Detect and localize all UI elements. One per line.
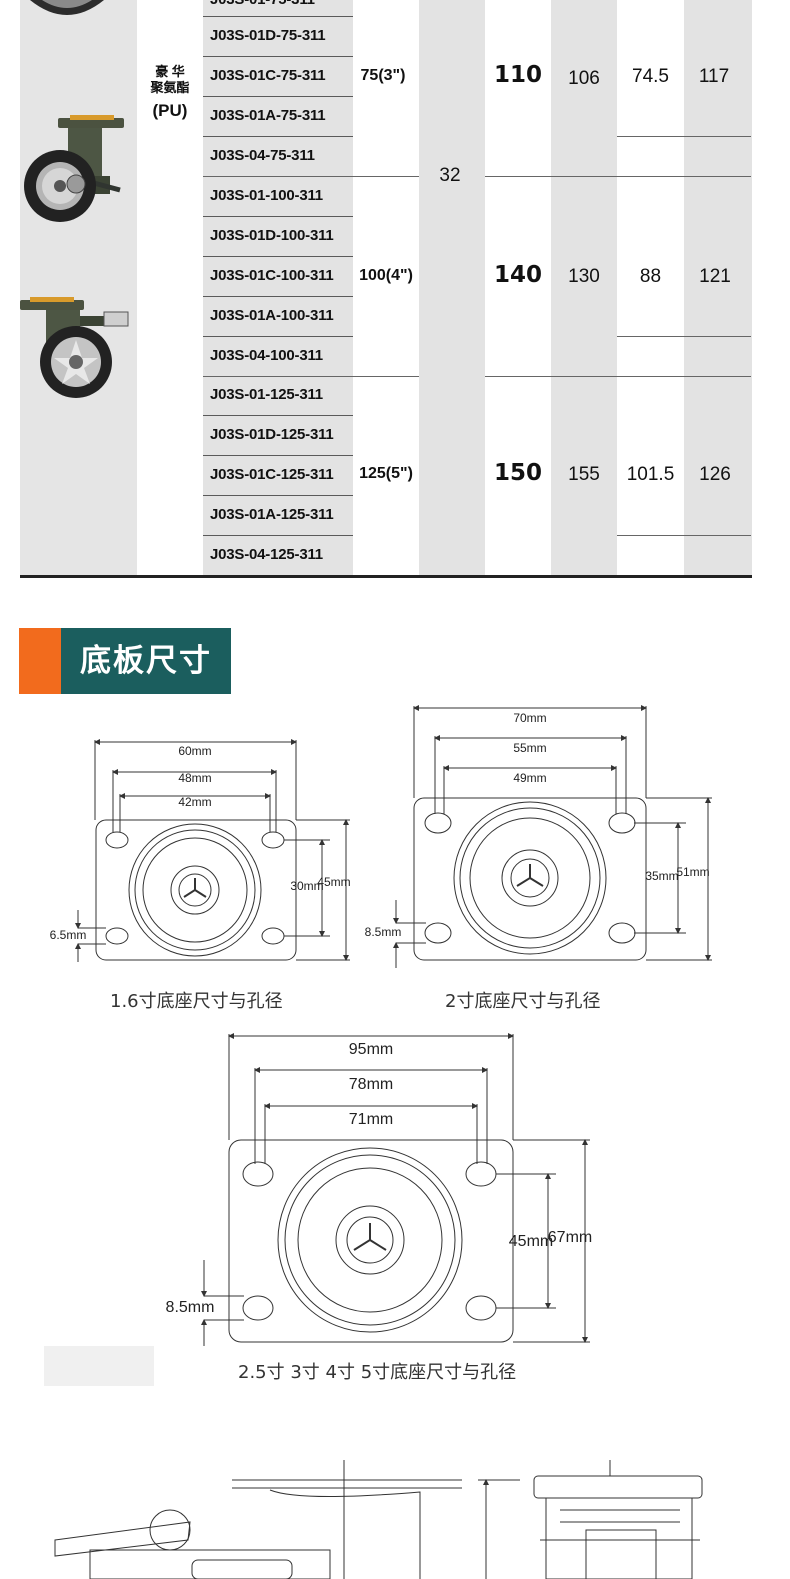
- offset-cell: 88: [639, 266, 662, 287]
- wheel-size-cell: 100(4"): [359, 267, 413, 284]
- caster-wheel-brake-icon: [24, 115, 124, 222]
- model-cell: J03S-01-125-311: [210, 386, 323, 403]
- model-column: [203, 0, 353, 578]
- group-divider: [485, 376, 751, 377]
- dim-label: 60mm: [178, 744, 211, 758]
- height-cell: 155: [568, 464, 600, 485]
- dim-label: 78mm: [349, 1076, 393, 1093]
- model-divider: [203, 495, 353, 496]
- diagram-caption: 1.6寸底座尺寸与孔径: [110, 991, 283, 1012]
- model-cell-partial: J03S-01-75-311: [210, 0, 350, 10]
- model-divider: [203, 56, 353, 57]
- load-column: [485, 0, 551, 578]
- caster-front-view-icon: [533, 1460, 703, 1579]
- model-divider: [203, 336, 353, 337]
- model-divider: [203, 455, 353, 456]
- mounting-plate-icon: [201, 1033, 590, 1354]
- dim-label: 42mm: [178, 795, 211, 809]
- section-title: 底板尺寸: [61, 628, 231, 694]
- offset-cell: 101.5: [626, 464, 675, 485]
- model-cell: J03S-01A-100-311: [210, 307, 334, 324]
- model-cell: J03S-01-100-311: [210, 187, 323, 204]
- wheel-size-cell: 125(5"): [359, 465, 413, 482]
- material-label-line1: 豪 华: [155, 64, 185, 79]
- dim-label: 67mm: [548, 1229, 592, 1246]
- group-divider: [203, 176, 419, 177]
- group-divider: [203, 376, 419, 377]
- dim-label: 45mm: [509, 1233, 553, 1250]
- height-cell: 130: [568, 266, 600, 287]
- model-divider: [203, 96, 353, 97]
- caster-side-view-icon: [44, 1346, 520, 1579]
- model-divider: [203, 216, 353, 217]
- total-cell: 121: [699, 266, 731, 287]
- material-label-line3: (PU): [152, 101, 188, 120]
- wheel-size-column: [353, 0, 419, 578]
- model-cell: J03S-01C-125-311: [210, 466, 334, 483]
- model-cell: J03S-01C-75-311: [210, 67, 326, 84]
- dim-label: 6.5mm: [50, 928, 87, 942]
- model-divider: [203, 296, 353, 297]
- dim-label: 55mm: [513, 741, 546, 755]
- model-cell: J03S-01D-125-311: [210, 426, 334, 443]
- model-cell: J03S-01C-100-311: [210, 267, 334, 284]
- mounting-plate-icon: [75, 739, 350, 962]
- model-cell: J03S-01A-125-311: [210, 506, 334, 523]
- table-bottom-border: [20, 575, 752, 578]
- width-column: [419, 0, 485, 578]
- dim-label: 95mm: [349, 1041, 393, 1058]
- dim-label: 30mm: [290, 879, 323, 893]
- total-column: [684, 0, 752, 578]
- group-divider: [485, 176, 751, 177]
- group-divider: [617, 336, 751, 337]
- caster-wheel-brake-icon: [20, 297, 129, 398]
- total-cell: 126: [699, 464, 731, 485]
- dim-label: 49mm: [513, 771, 546, 785]
- diagram-caption: 2寸底座尺寸与孔径: [445, 991, 601, 1012]
- model-cell: J03S-01A-75-311: [210, 107, 326, 124]
- dim-label: 71mm: [349, 1111, 393, 1128]
- height-cell: 106: [568, 68, 600, 89]
- load-cell: 150: [493, 460, 542, 486]
- load-cell: 110: [493, 62, 542, 88]
- model-cell: J03S-01D-100-311: [210, 227, 334, 244]
- caster-wheel-icon: [30, 0, 104, 15]
- mounting-plate-icon: [393, 705, 712, 968]
- dim-label: 8.5mm: [365, 925, 402, 939]
- dim-label: 45mm: [317, 875, 350, 889]
- offset-column: [617, 0, 684, 578]
- dim-label: 8.5mm: [166, 1299, 215, 1316]
- diagram-caption: 2.5寸 3寸 4寸 5寸底座尺寸与孔径: [238, 1362, 517, 1383]
- dim-label: 48mm: [178, 771, 211, 785]
- model-divider: [203, 535, 353, 536]
- model-cell: J03S-04-125-311: [210, 546, 323, 563]
- section-header-accent: [19, 628, 61, 694]
- dim-label: 35mm: [645, 869, 678, 883]
- offset-cell: 74.5: [632, 66, 669, 87]
- model-cell: J03S-01D-75-311: [210, 27, 326, 44]
- section-header: 底板尺寸: [19, 628, 231, 694]
- total-cell: 117: [698, 66, 730, 87]
- axle-width-cell: 32: [439, 165, 461, 186]
- group-divider: [617, 535, 751, 536]
- height-column: [551, 0, 617, 578]
- model-cell: J03S-04-75-311: [210, 147, 315, 164]
- model-divider: [203, 256, 353, 257]
- dim-label: 70mm: [513, 711, 546, 725]
- model-cell: J03S-04-100-311: [210, 347, 323, 364]
- product-image-column: [20, 0, 137, 578]
- mounting-plate-diagrams: 60mm 48mm 42mm 30mm 45mm 6.5mm 70mm 55mm…: [44, 705, 712, 1579]
- spec-table: J03S-01-75-311 豪 华 聚氨酯 (PU) J03S-01D-75-…: [0, 0, 790, 582]
- wheel-size-cell: 75(3"): [360, 67, 406, 84]
- load-cell: 140: [493, 262, 542, 288]
- material-label-line2: 聚氨酯: [150, 80, 190, 95]
- model-divider: [203, 415, 353, 416]
- model-divider: [203, 16, 353, 17]
- dim-label: 51mm: [676, 865, 709, 879]
- material-column: [137, 0, 203, 578]
- model-divider: [203, 136, 353, 137]
- group-divider: [617, 136, 751, 137]
